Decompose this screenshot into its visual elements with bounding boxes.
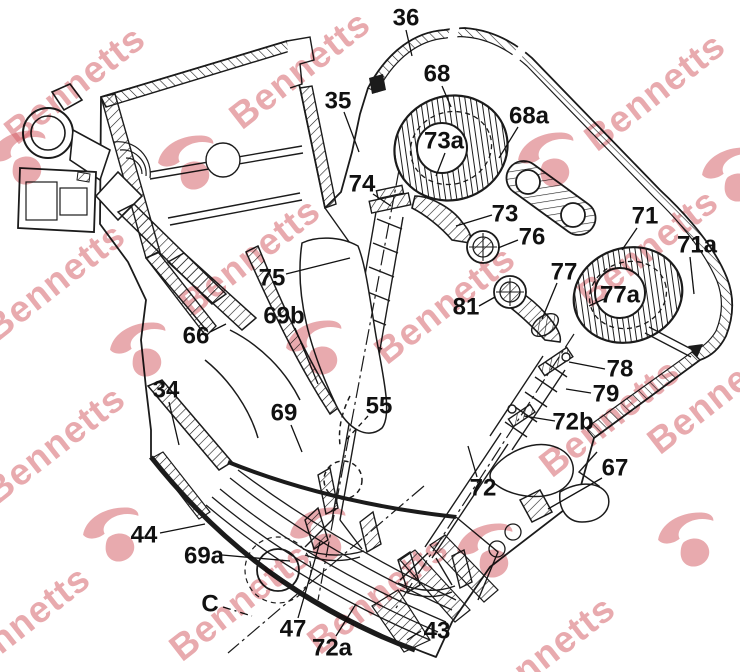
ref-label-73a: 73a: [424, 128, 465, 155]
ref-label-68: 68: [424, 61, 451, 88]
leader-line-72: [467, 445, 478, 478]
leader-line-77a: [588, 298, 605, 307]
cylinder-axis: [227, 485, 425, 654]
rocker-arms: [411, 195, 562, 343]
leader-line-66: [209, 323, 227, 333]
ref-label-78: 78: [607, 356, 634, 383]
cam-lobe: [530, 312, 560, 338]
ref-label-66: 66: [183, 323, 210, 350]
ref-label-71a: 71a: [677, 232, 718, 259]
leader-line-73a: [435, 152, 446, 177]
ref-label-44: 44: [131, 522, 158, 549]
ref-label-77: 77: [551, 259, 578, 286]
leader-line-71: [621, 227, 638, 251]
ref-label-67: 67: [602, 455, 629, 482]
leader-line-76: [497, 239, 519, 249]
exhaust-valve-axis: [395, 333, 575, 609]
leader-line-67: [547, 477, 603, 510]
leader-line-72a: [335, 603, 357, 637]
ref-label-55: 55: [366, 393, 393, 420]
cover-notch: [369, 74, 386, 94]
ref-label-79: 79: [593, 381, 620, 408]
leader-line-78: [568, 361, 606, 370]
leader-line-68: [441, 85, 452, 108]
leader-line-34: [168, 401, 180, 446]
ref-label-72: 72: [470, 475, 497, 502]
ref-label-69: 69: [271, 400, 298, 427]
leader-line-73: [455, 214, 493, 227]
leader-line-74: [372, 193, 392, 207]
leader-line-72b: [523, 415, 556, 422]
ref-label-C: C: [201, 591, 218, 618]
leader-line-69a: [221, 554, 291, 562]
ref-label-76: 76: [519, 224, 546, 251]
ref-label-36: 36: [393, 5, 420, 32]
ref-label-72a: 72a: [312, 635, 353, 662]
ref-label-68a: 68a: [509, 103, 550, 130]
ref-label-72b: 72b: [552, 409, 593, 436]
ref-label-69b: 69b: [263, 303, 304, 330]
leader-line-35: [343, 111, 360, 153]
throttle-shaft-circle: [205, 142, 241, 178]
corner-notch: [688, 344, 703, 358]
leader-line-43: [406, 630, 422, 641]
leader-line-44: [159, 523, 206, 534]
ref-label-75: 75: [259, 265, 286, 292]
cam-boss-68: [393, 94, 509, 202]
funnel-flange-steps: [286, 36, 315, 89]
leader-line-81: [478, 296, 496, 307]
injector-boss: [94, 170, 144, 222]
ref-label-73: 73: [492, 201, 519, 228]
cylinder-bottom: [149, 451, 499, 653]
ref-label-81: 81: [453, 294, 480, 321]
leader-line-C: [222, 606, 253, 617]
ref-label-74: 74: [349, 171, 376, 198]
ref-label-69a: 69a: [184, 543, 225, 570]
ref-label-34: 34: [153, 377, 180, 404]
cam-boss-71: [572, 246, 684, 344]
leader-line-36: [405, 29, 413, 57]
ref-label-47: 47: [280, 616, 307, 643]
leader-line-79: [565, 388, 592, 394]
leader-line-71a: [689, 256, 695, 295]
ref-label-71: 71: [632, 203, 659, 230]
piston-pin-circle: [256, 548, 300, 592]
ref-label-77a: 77a: [600, 282, 641, 309]
leader-line-69: [290, 424, 303, 453]
leader-line-77: [541, 282, 558, 320]
leader-line-68a: [498, 126, 519, 159]
ref-label-43: 43: [424, 618, 451, 645]
ref-label-35: 35: [325, 88, 352, 115]
leader-line-75: [285, 257, 351, 275]
